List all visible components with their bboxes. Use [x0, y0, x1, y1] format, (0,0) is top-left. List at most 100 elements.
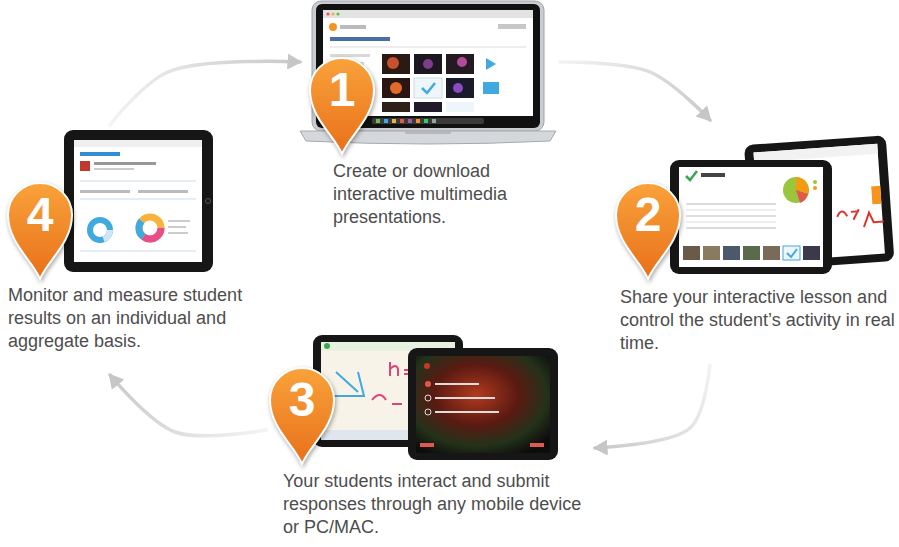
cycle-arrow [595, 365, 710, 448]
laptop-illustration-part [392, 119, 396, 123]
laptop-illustration-part [400, 119, 404, 123]
tablet-illustration-part [425, 395, 431, 401]
laptop-illustration-part [384, 119, 388, 123]
cycle-arrow [110, 61, 300, 125]
step-group: 4Monitor and measure student results on … [5, 125, 265, 375]
laptop-illustration-part [330, 37, 390, 41]
tablet-illustration-part [787, 249, 797, 257]
laptop-illustration-part [323, 10, 533, 18]
laptop-illustration-part [330, 54, 370, 57]
laptop-illustration-part [453, 83, 463, 93]
tablet-illustration-part [703, 246, 720, 260]
step-group: 3Your students interact and submit respo… [266, 365, 595, 545]
tablet-illustration-part [168, 232, 188, 234]
tablet-illustration-part [813, 180, 817, 184]
tablet-illustration-part [723, 246, 740, 260]
tablet-illustration-part [80, 152, 120, 156]
tablet-illustration [670, 135, 894, 274]
tablet-illustration-part [683, 246, 700, 260]
tablet-illustration-part [94, 162, 156, 165]
tablet-illustration-part [803, 246, 820, 260]
tablet-illustration-part-part [754, 144, 878, 163]
laptop-illustration-part [387, 57, 399, 69]
tablet-illustration-part [64, 130, 213, 272]
laptop-illustration-part [416, 119, 420, 123]
tablet-illustration-part [372, 395, 402, 404]
tablet-illustration-part [74, 140, 202, 147]
cycle-arrow [560, 62, 710, 120]
step-number: 2 [613, 181, 683, 249]
laptop-illustration-part [329, 23, 337, 31]
step-number: 1 [307, 56, 377, 124]
laptop-illustration-part [326, 12, 329, 15]
tablet-illustration-part [670, 160, 832, 274]
cycle-arrow [110, 375, 266, 436]
tablet-illustration-part [686, 209, 776, 211]
step-number: 4 [5, 181, 75, 249]
laptop-illustration-part [498, 24, 526, 29]
laptop-illustration-part [446, 54, 474, 74]
tablet-illustration-part [701, 173, 725, 177]
tablet-illustration-part [420, 443, 434, 447]
tablet-illustration-part [408, 348, 558, 460]
tablet-illustration-part [435, 397, 495, 399]
tablet-illustration-part [324, 343, 330, 349]
laptop-illustration-part [457, 57, 467, 67]
laptop-illustration-part [330, 46, 526, 48]
tablet-illustration-part [168, 220, 190, 222]
step-caption: Share your interactive lesson and contro… [620, 286, 895, 355]
tablet-illustration-part [424, 363, 430, 369]
tablet-illustration-part [686, 221, 776, 223]
tablet-illustration-part-part [837, 209, 860, 221]
tablet-illustration-part [139, 217, 161, 239]
tablet-illustration-part [80, 250, 196, 252]
tablet-illustration-part [90, 220, 110, 240]
tablet-illustration [64, 130, 213, 272]
tablet-illustration-part [74, 140, 202, 262]
tablet-illustration-part [425, 381, 431, 387]
tablet-illustration-part [139, 217, 161, 239]
tablet-illustration-part [138, 190, 188, 193]
laptop-illustration-part [405, 131, 451, 134]
tablet-illustration-part [416, 356, 550, 453]
tablet-illustration-part [425, 409, 431, 415]
laptop-illustration-part [382, 78, 410, 98]
tablet-illustration-part [80, 198, 196, 200]
laptop-illustration-part [422, 83, 435, 93]
tablet-illustration-part [80, 161, 90, 171]
laptop-illustration-part [483, 82, 499, 94]
tablet-illustration-part [530, 443, 544, 447]
tablet-illustration [313, 335, 558, 460]
tablet-illustration-part [94, 168, 134, 170]
laptop-illustration-part [382, 54, 410, 74]
tablet-illustration-part [783, 177, 809, 203]
laptop-illustration-part [414, 54, 442, 74]
tablet-illustration-part [168, 226, 186, 228]
tablet-illustration-part [686, 203, 776, 205]
tablet-illustration-part [679, 167, 823, 267]
tablet-illustration-part [206, 199, 211, 204]
step-caption: Your students interact and submit respon… [283, 470, 593, 539]
laptop-illustration-part [390, 82, 402, 94]
tablet-illustration-part [435, 411, 499, 413]
laptop-illustration-part [336, 12, 339, 15]
tablet-illustration-part-part [863, 212, 884, 227]
laptop-illustration-part [446, 78, 474, 98]
tablet-illustration-part [783, 246, 800, 260]
laptop-illustration-part [446, 102, 474, 112]
step-caption: Monitor and measure student results on a… [8, 284, 265, 353]
laptop-illustration-part [423, 59, 433, 69]
laptop-illustration-part [382, 102, 410, 112]
step-group: 2Share your interactive lesson and contr… [610, 120, 895, 365]
tablet-illustration-part [686, 171, 697, 180]
step-group: 1Create or download interactive multimed… [300, 0, 560, 235]
tablet-illustration-part [334, 372, 364, 396]
tablet-illustration-part [813, 186, 817, 190]
tablet-illustration-part [743, 246, 760, 260]
tablet-illustration-part [763, 246, 780, 260]
tablet-illustration-part [435, 383, 479, 385]
laptop-illustration-part [432, 119, 436, 123]
